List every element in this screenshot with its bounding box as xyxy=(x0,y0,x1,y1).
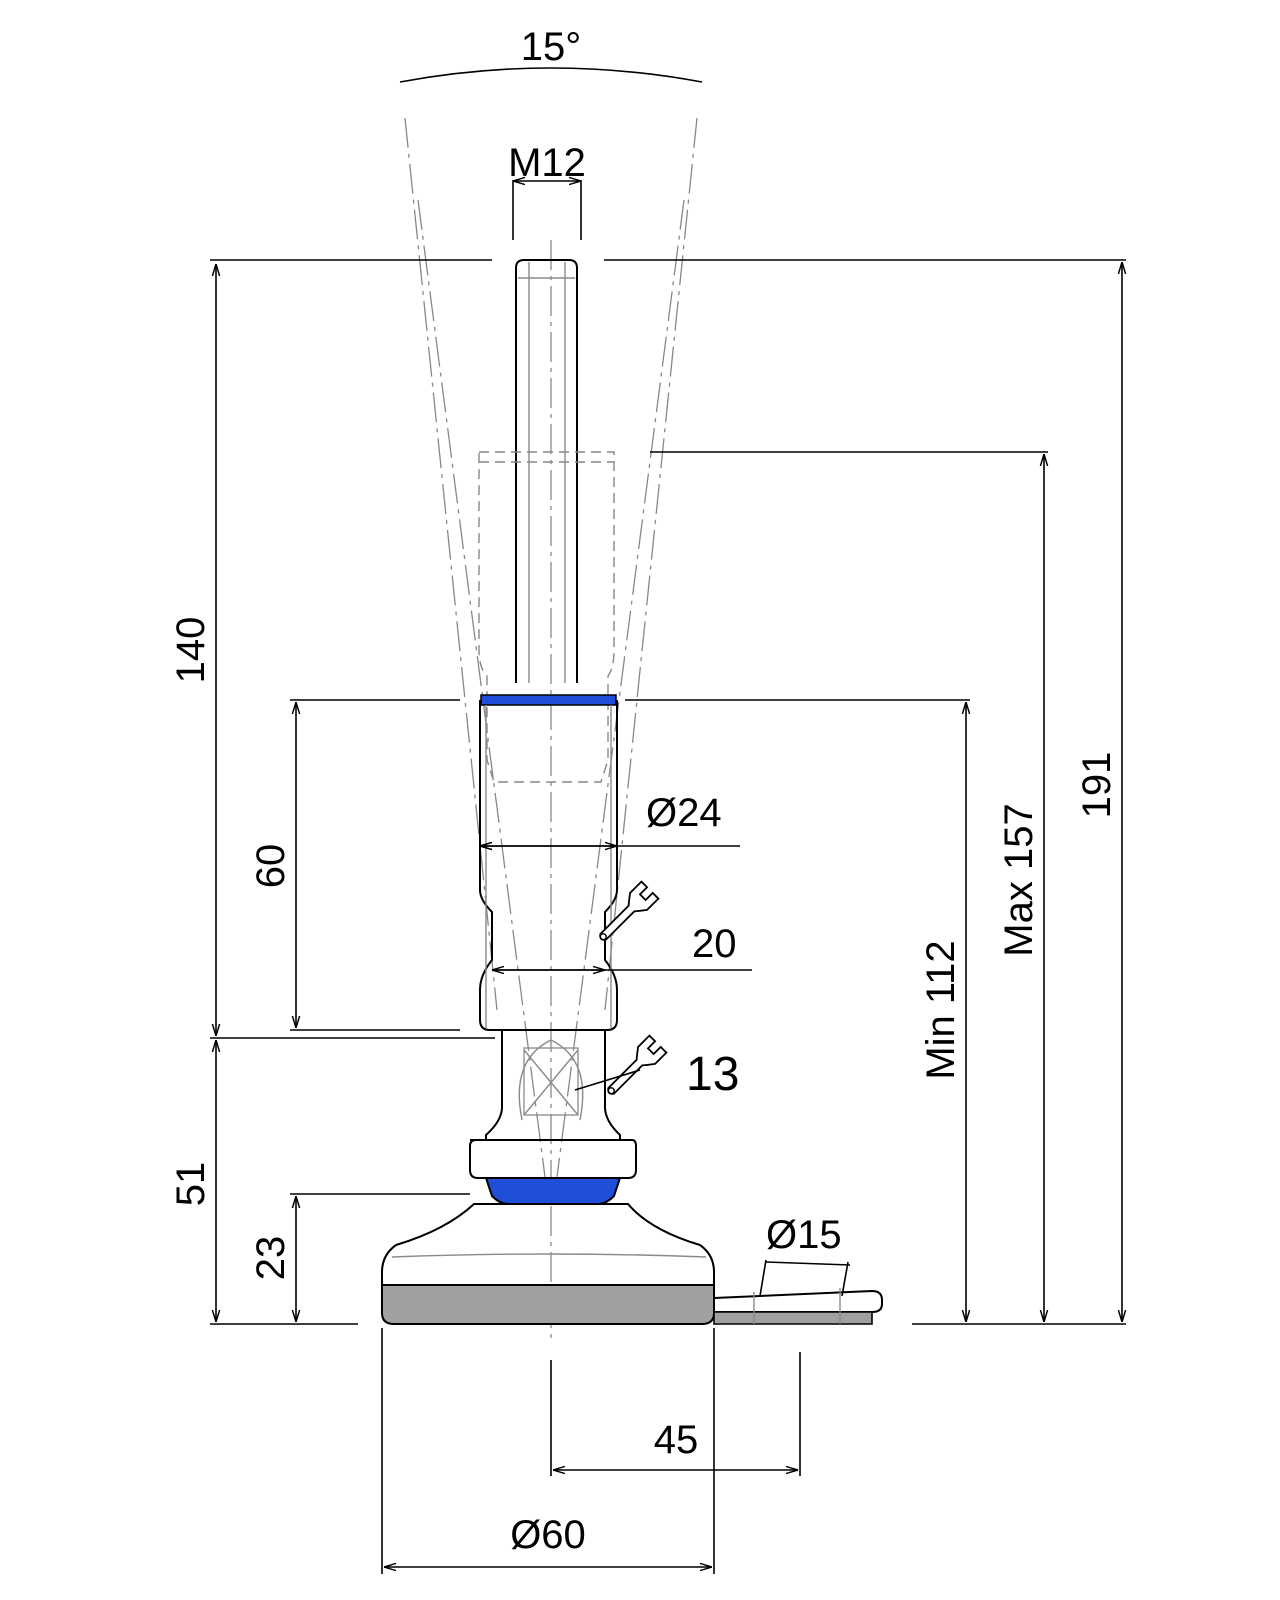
blue-seal-ring-top xyxy=(480,694,617,706)
wrench-size-body: 20 xyxy=(692,922,737,966)
blue-seal-ring-bottom xyxy=(484,1177,622,1205)
diameter-base-dimension: Ø60 xyxy=(381,1328,715,1574)
height-140-label: 140 xyxy=(169,617,213,684)
left-dimensions: 140 60 51 23 xyxy=(169,259,495,1325)
wrench-size-nut: 13 xyxy=(686,1048,739,1101)
diameter-body-dimension: Ø24 xyxy=(480,791,740,846)
angle-arc xyxy=(399,67,703,83)
angle-label: 15° xyxy=(521,25,582,69)
wrench-icon xyxy=(599,880,660,941)
rubber-pad xyxy=(381,1284,715,1325)
thread-dimension: M12 xyxy=(508,141,586,240)
hole-diameter-dimension: Ø15 xyxy=(759,1213,851,1297)
body xyxy=(479,694,618,1031)
height-60-label: 60 xyxy=(249,844,293,889)
center-lines xyxy=(404,117,698,1340)
hidden-outline xyxy=(478,451,615,783)
hole-offset-dimension: 45 xyxy=(550,1352,801,1476)
total-height-label: 191 xyxy=(1075,752,1119,819)
tilt-cone-right-outer xyxy=(604,117,698,1011)
tilt-cone-left-inner xyxy=(417,199,549,1201)
diameter-base-label: Ø60 xyxy=(510,1513,586,1557)
angle-dimension: 15° xyxy=(399,25,703,83)
right-dimensions: Min 112 Max 157 191 xyxy=(604,259,1126,1325)
nut-neck xyxy=(469,1031,637,1205)
threaded-stud xyxy=(515,259,578,683)
thread-label: M12 xyxy=(508,141,586,185)
base-height-label: 23 xyxy=(249,1236,293,1281)
hole-offset-label: 45 xyxy=(654,1418,699,1462)
height-51-label: 51 xyxy=(169,1162,213,1207)
max-height-label: Max 157 xyxy=(997,803,1041,956)
hole-diameter-label: Ø15 xyxy=(766,1213,842,1257)
diameter-body-label: Ø24 xyxy=(646,791,722,835)
min-height-label: Min 112 xyxy=(919,940,963,1079)
wrench-icon xyxy=(607,1034,668,1095)
tilt-cone-right-inner xyxy=(553,199,685,1201)
base xyxy=(381,1203,883,1325)
tilt-cone-left-outer xyxy=(404,117,498,1011)
